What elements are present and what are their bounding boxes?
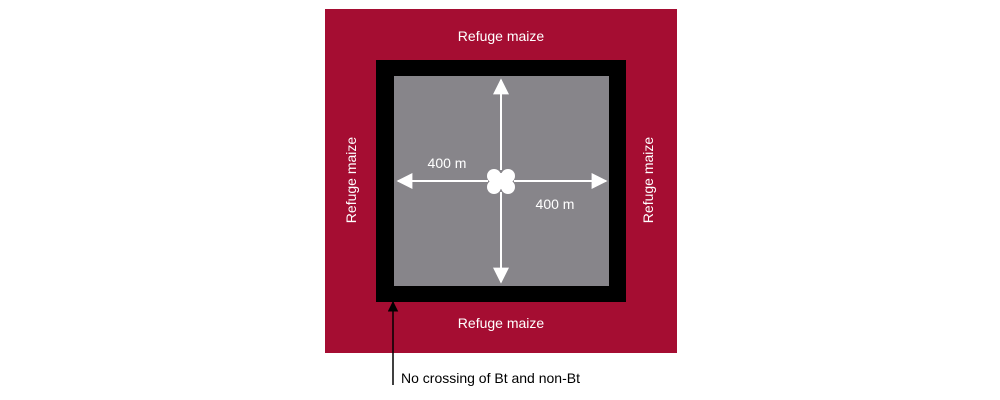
distance-label-right: 400 m (536, 196, 575, 212)
refuge-label-left: Refuge maize (343, 137, 359, 224)
refuge-label-bottom: Refuge maize (458, 315, 545, 331)
caption-text: No crossing of Bt and non-Bt (401, 370, 580, 386)
cloud-shape-icon (487, 169, 515, 194)
distance-label-left: 400 m (428, 155, 467, 171)
refuge-label-right: Refuge maize (640, 137, 656, 224)
refuge-label-top: Refuge maize (458, 28, 545, 44)
